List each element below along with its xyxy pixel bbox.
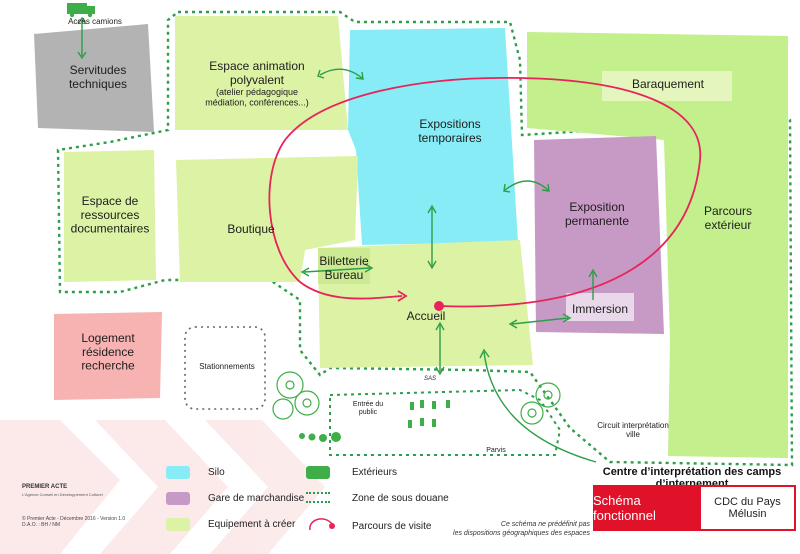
legend-swatch-exterieurs: [306, 466, 330, 479]
ressources-zone: [64, 150, 156, 282]
disclaimer: Ce schéma ne prédéfinit pas les disposit…: [453, 521, 590, 537]
schema-title: Schéma fonctionnel: [593, 485, 699, 531]
legend-swatch-gare: [166, 492, 190, 505]
legend-label-route: Parcours de visite: [352, 521, 432, 532]
truck-icon: [67, 3, 95, 18]
servitudes-zone: [34, 24, 154, 132]
stationnements-label: Stationnements: [199, 362, 255, 371]
animation-zone: [175, 16, 348, 130]
expo-perm-zone: [534, 136, 664, 334]
legend-label-gare: Gare de marchandise: [208, 493, 305, 504]
legend-swatch-equipement: [166, 518, 190, 531]
brand-logo: PREMIER ACTE: [22, 484, 68, 490]
immersion-label: Immersion: [572, 302, 628, 316]
client-label: CDC du Pays Mélusin: [714, 496, 781, 520]
pedestrian-icons: [408, 400, 450, 428]
parvis-boundary: [329, 388, 562, 456]
sas-label: SAS: [424, 376, 436, 382]
title-heading: Centre d’interprétation des camps d’inte…: [602, 466, 782, 490]
route-arrowhead: [397, 290, 408, 302]
boutique-zone: [176, 156, 358, 282]
truck-access-label: Accès camions: [68, 17, 122, 26]
exterieur-zone: [527, 32, 788, 458]
accueil-label: Accueil: [407, 309, 446, 323]
legend-swatch-douane: [306, 492, 330, 503]
expo-temp-zone: [348, 28, 518, 245]
billetterie-zone: [318, 248, 370, 284]
boutique-label: Boutique: [227, 222, 275, 236]
legend-swatch-route: [309, 518, 335, 531]
connection-arrows: [77, 16, 598, 463]
visitor-route: [268, 76, 702, 308]
baraquement-zone: [602, 71, 732, 101]
parking-boundary: [184, 326, 266, 410]
legend-label-equipement: Equipement à créer: [208, 519, 296, 530]
parvis-label: Parvis: [486, 447, 506, 454]
client-name: CDC du Pays Mélusin: [699, 485, 796, 531]
logement-zone: [54, 312, 162, 400]
shrubs: [299, 432, 341, 442]
legend-swatch-silo: [166, 466, 190, 479]
decorative-chevrons: [0, 420, 325, 554]
legend-label-silo: Silo: [208, 467, 225, 478]
credits: © Premier Acte - Décembre 2016 - Version…: [22, 516, 126, 528]
baraquement-label: Baraquement: [632, 77, 705, 91]
immersion-zone: [566, 293, 634, 321]
legend-label-douane: Zone de sous douane: [352, 493, 449, 504]
route-start-dot: [434, 301, 444, 311]
trees: [272, 371, 561, 425]
accueil-zone: [318, 240, 533, 368]
legend-label-exterieurs: Extérieurs: [352, 467, 398, 478]
brand-tagline: L'Agence Conseil en Développement Cultur…: [22, 492, 103, 497]
